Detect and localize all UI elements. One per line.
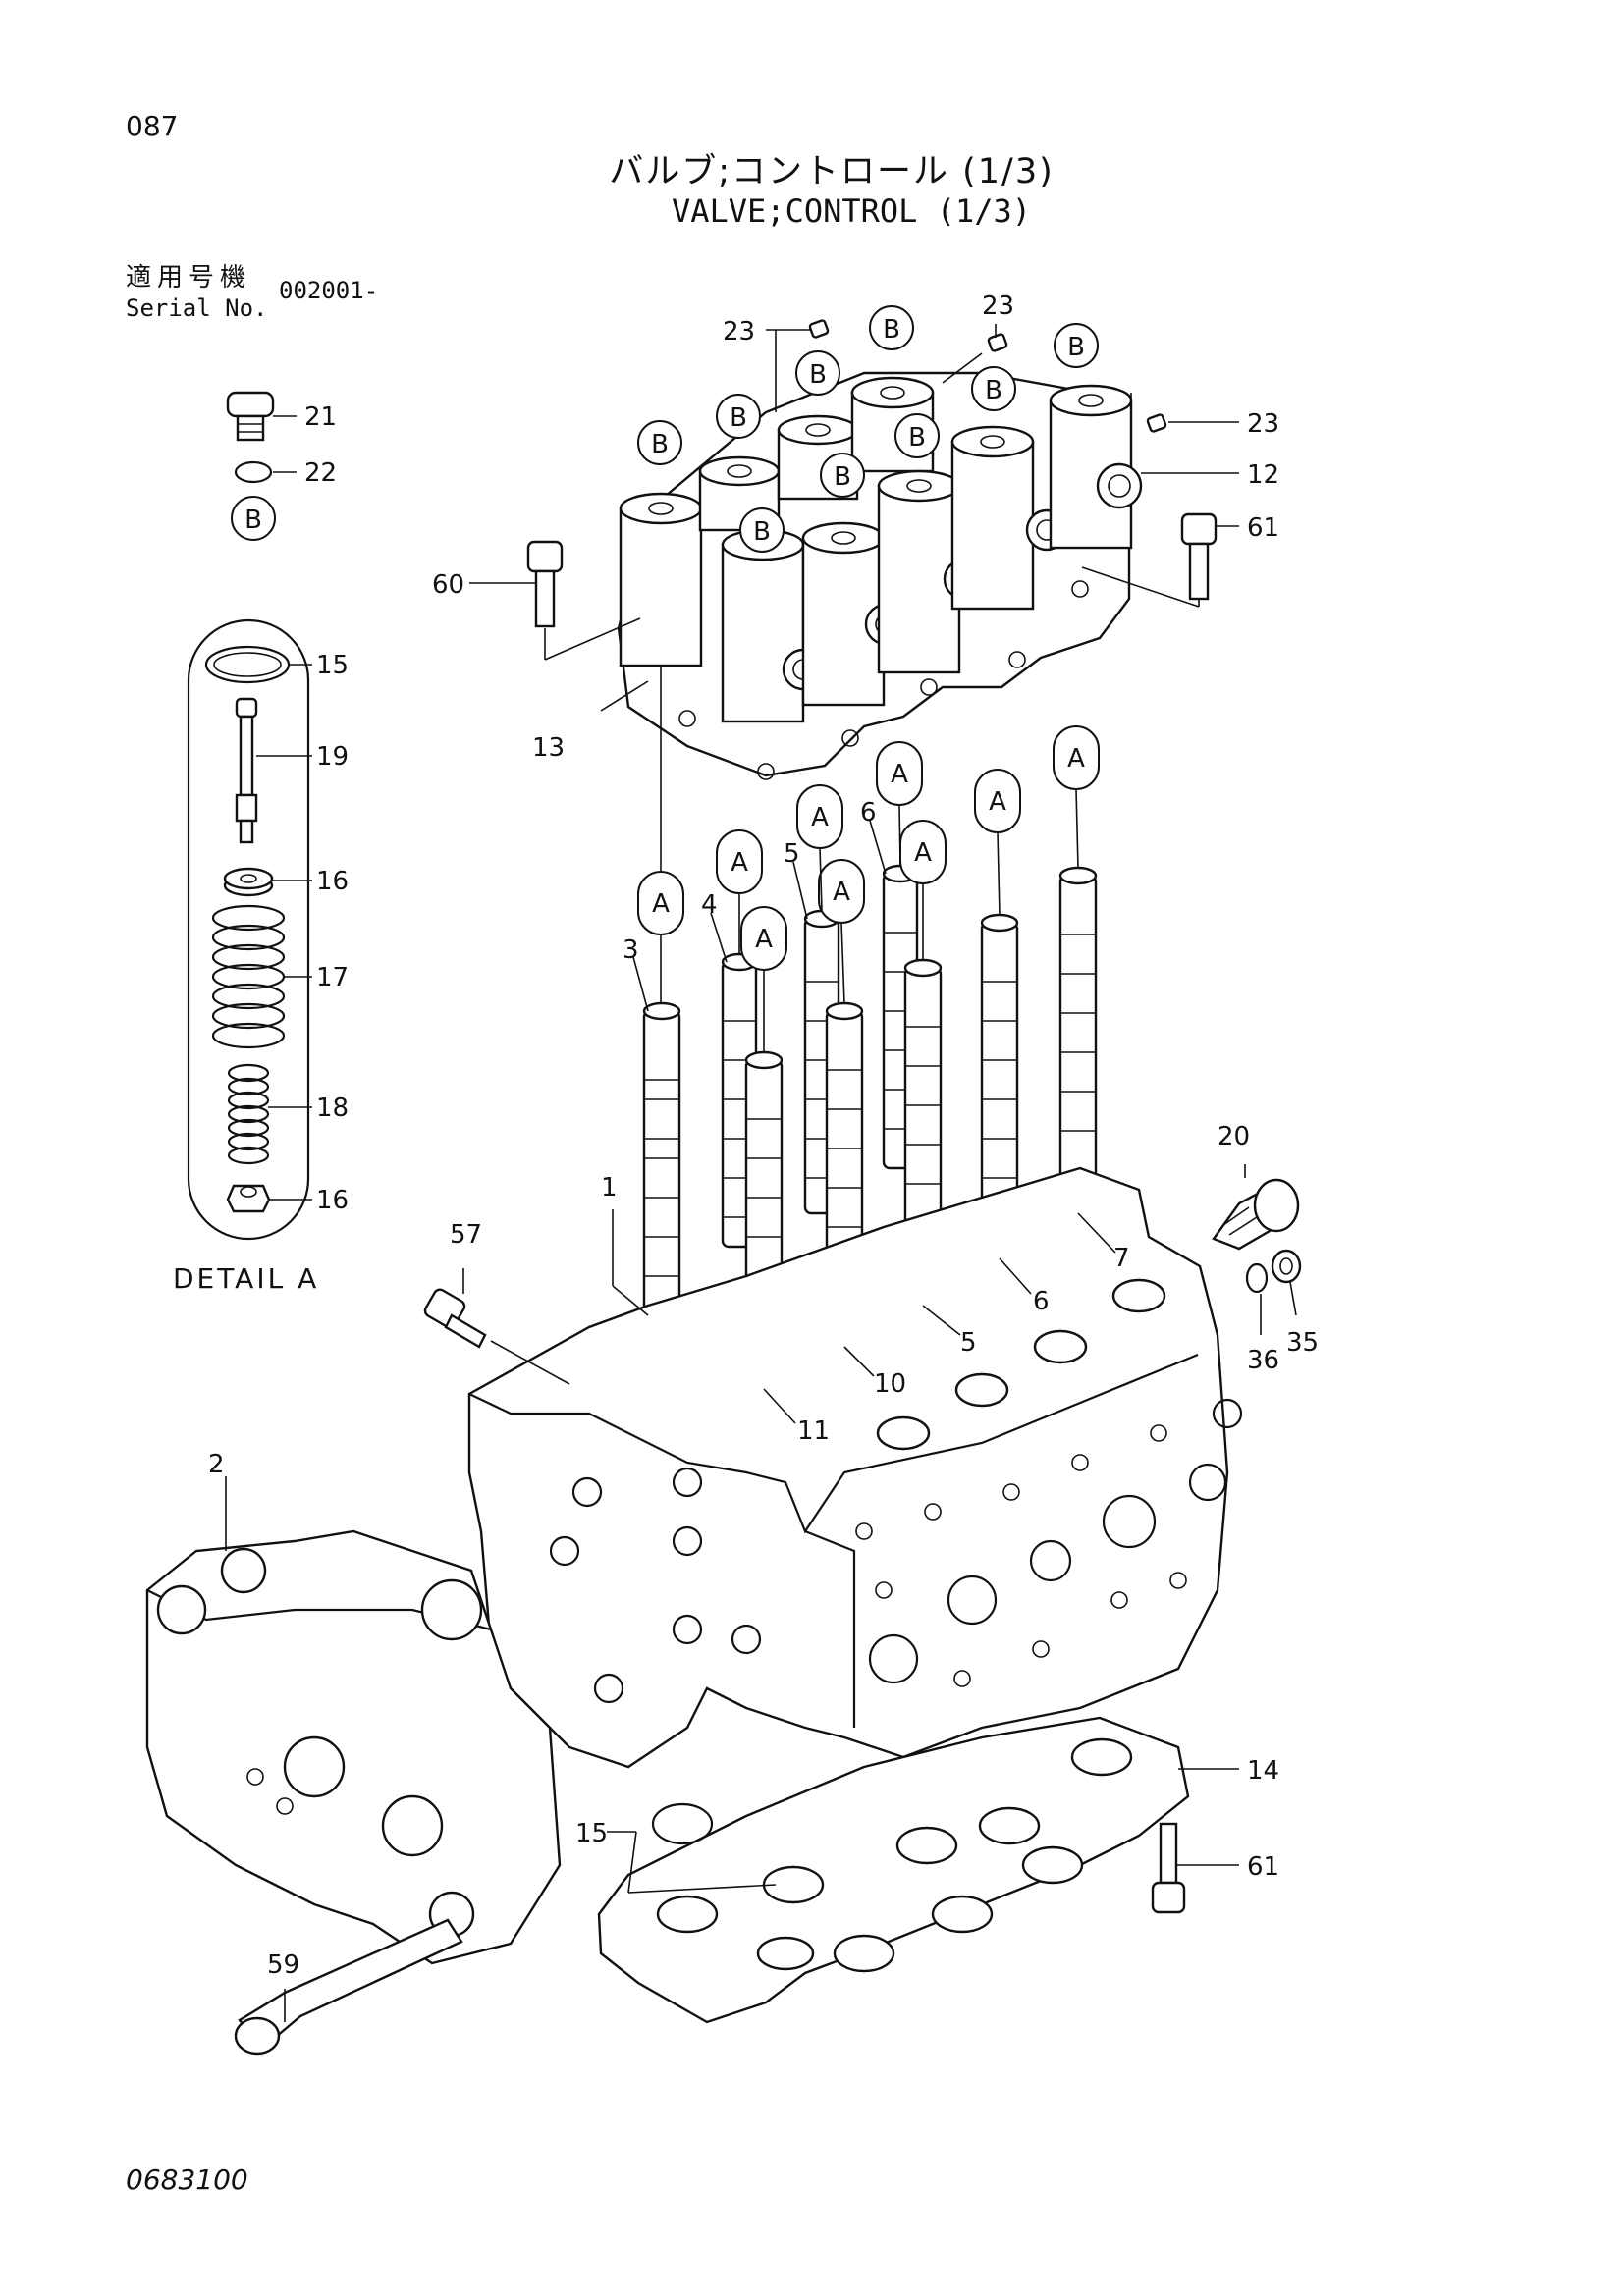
callout-20: 20 (1218, 1122, 1250, 1151)
part-36-o-ring (1245, 1262, 1269, 1294)
svg-text:A: A (755, 925, 773, 954)
svg-text:B: B (908, 423, 926, 453)
callout-3: 3 (623, 935, 639, 965)
part-60-bolt (526, 540, 564, 628)
callout-6a: 6 (860, 798, 877, 828)
title-english: VALVE;CONTROL (1/3) (671, 192, 1032, 230)
part-20-relief-valve (1212, 1178, 1300, 1251)
part-23-set-screws (808, 319, 1167, 433)
callout-19: 19 (316, 742, 349, 772)
callout-15b: 15 (575, 1819, 608, 1848)
svg-text:A: A (833, 878, 850, 907)
svg-text:B: B (809, 360, 827, 390)
callout-60: 60 (432, 570, 464, 600)
page-number: 087 (126, 110, 179, 142)
svg-text:B: B (883, 315, 900, 345)
svg-text:B: B (985, 376, 1002, 405)
callout-17: 17 (316, 963, 349, 992)
callout-23b: 23 (982, 292, 1014, 321)
callout-7: 7 (1113, 1244, 1130, 1273)
svg-text:B: B (651, 430, 669, 459)
callout-18: 18 (316, 1094, 349, 1123)
callout-14: 14 (1247, 1756, 1279, 1786)
callout-36: 36 (1247, 1346, 1279, 1375)
title-japanese: バルブ;コントロール (1/3) (609, 152, 1055, 191)
drawing-code: 0683100 (126, 2163, 248, 2196)
callout-59: 59 (267, 1950, 299, 1980)
ref-bubble-b: B (231, 496, 276, 541)
part-21-plug (226, 391, 275, 442)
callout-5a: 5 (784, 839, 800, 869)
spool-5-right (903, 958, 943, 1318)
callout-35: 35 (1286, 1328, 1319, 1358)
callout-57: 57 (450, 1220, 482, 1250)
svg-text:A: A (914, 838, 932, 868)
callout-5b: 5 (960, 1328, 977, 1358)
callout-23c: 23 (1247, 409, 1279, 439)
part-59-long-bolt (234, 1918, 463, 2056)
svg-text:B: B (1067, 333, 1085, 362)
detail-a-frame (187, 618, 310, 1241)
callout-11: 11 (797, 1416, 830, 1446)
callout-1: 1 (601, 1173, 618, 1202)
svg-text:A: A (811, 803, 829, 832)
callout-2: 2 (208, 1450, 225, 1479)
svg-text:A: A (989, 787, 1006, 817)
part-57-bolt (423, 1288, 487, 1349)
callout-6b: 6 (1033, 1287, 1050, 1316)
callout-16: 16 (316, 867, 349, 896)
part-14-bottom-plate (597, 1716, 1190, 2024)
svg-text:A: A (731, 848, 748, 878)
serial-number-value: 002001- (279, 277, 379, 304)
part-19-piston (235, 697, 258, 844)
callout-21: 21 (304, 402, 337, 432)
part-16-spring-seat-lower (226, 1184, 271, 1213)
part-15-o-ring-detail (204, 645, 291, 684)
ref-bubbles-b-cover: B B B B B B B B B (637, 305, 1099, 553)
callout-12: 12 (1247, 460, 1279, 490)
callout-15: 15 (316, 651, 349, 680)
svg-text:A: A (891, 760, 908, 789)
callout-10: 10 (874, 1369, 906, 1399)
callout-16b: 16 (316, 1186, 349, 1215)
ref-bubbles-a-spools: A A A A A A A A A (637, 725, 1100, 971)
part-61-bolt-lower (1151, 1822, 1186, 1914)
part-13-cover (617, 371, 1143, 780)
svg-text:B: B (834, 462, 851, 492)
part-17-spring (211, 904, 286, 1049)
svg-text:A: A (1067, 744, 1085, 774)
svg-text:A: A (652, 889, 670, 919)
part-35-backup-ring (1271, 1249, 1302, 1284)
ref-letter-b: B (244, 506, 262, 535)
part-61-bolt-upper (1180, 512, 1218, 601)
callout-22: 22 (304, 458, 337, 488)
callout-61b: 61 (1247, 1852, 1279, 1882)
callout-labels: 21 22 15 19 16 17 18 16 DETAIL A 23 23 2… (173, 292, 1319, 1980)
part-22-o-ring (234, 460, 273, 484)
svg-text:B: B (730, 403, 747, 433)
part-2-side-block (145, 1529, 562, 1965)
callout-13: 13 (532, 733, 565, 763)
part-15-o-ring-bottom (651, 1802, 714, 1845)
part-16-spring-seat-upper (223, 867, 274, 897)
serial-label-english: Serial No. (126, 294, 268, 322)
callout-23a: 23 (723, 317, 755, 347)
svg-text:B: B (753, 517, 771, 547)
part-18-spring-inner (227, 1063, 270, 1165)
serial-label-japanese: 適用号機 (126, 263, 252, 293)
callout-61a: 61 (1247, 513, 1279, 543)
callout-4: 4 (701, 890, 718, 920)
detail-a-label: DETAIL A (173, 1262, 319, 1295)
